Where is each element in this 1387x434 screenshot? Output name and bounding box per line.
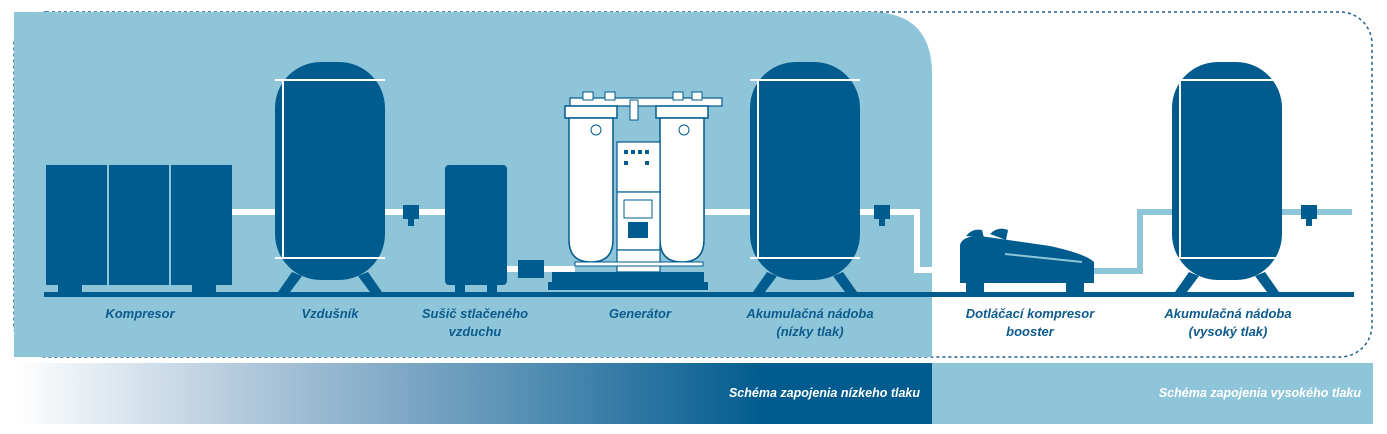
- label-air-receiver: Vzdušník: [301, 306, 359, 321]
- booster-compressor: [960, 228, 1094, 292]
- pipe: [232, 209, 277, 215]
- label-generator: Generátor: [608, 306, 672, 321]
- label-compressor: Kompresor: [105, 306, 175, 321]
- base-rail: [44, 292, 1354, 297]
- legend-low-pressure: Schéma zapojenia nízkeho tlaku: [14, 363, 932, 424]
- pipe: [1094, 209, 1180, 274]
- valve-icon: [518, 260, 544, 278]
- buffer-tank-low: [750, 62, 860, 292]
- pipe: [705, 209, 753, 215]
- label-dryer: Sušič stlačeného vzduchu: [421, 306, 529, 339]
- legend-high-pressure-text: Schéma zapojenia vysokého tlaku: [1158, 386, 1361, 400]
- generator-unit: [548, 91, 723, 290]
- legend-low-pressure-text: Schéma zapojenia nízkeho tlaku: [728, 386, 920, 400]
- valve-icon: [403, 205, 419, 226]
- valve-icon: [874, 205, 890, 226]
- compressor-unit: [46, 165, 232, 292]
- buffer-tank-high: [1172, 62, 1282, 292]
- label-buffer-high: Akumulačná nádoba (vysoký tlak): [1164, 306, 1292, 339]
- legend-high-pressure: Schéma zapojenia vysokého tlaku: [932, 363, 1373, 424]
- label-buffer-low: Akumulačná nádoba (nízky tlak): [746, 306, 874, 339]
- valve-icon: [1301, 205, 1317, 226]
- air-receiver-tank: [275, 62, 385, 292]
- dryer-unit: [445, 165, 507, 292]
- label-booster: Dotláčací kompresor booster: [965, 306, 1095, 339]
